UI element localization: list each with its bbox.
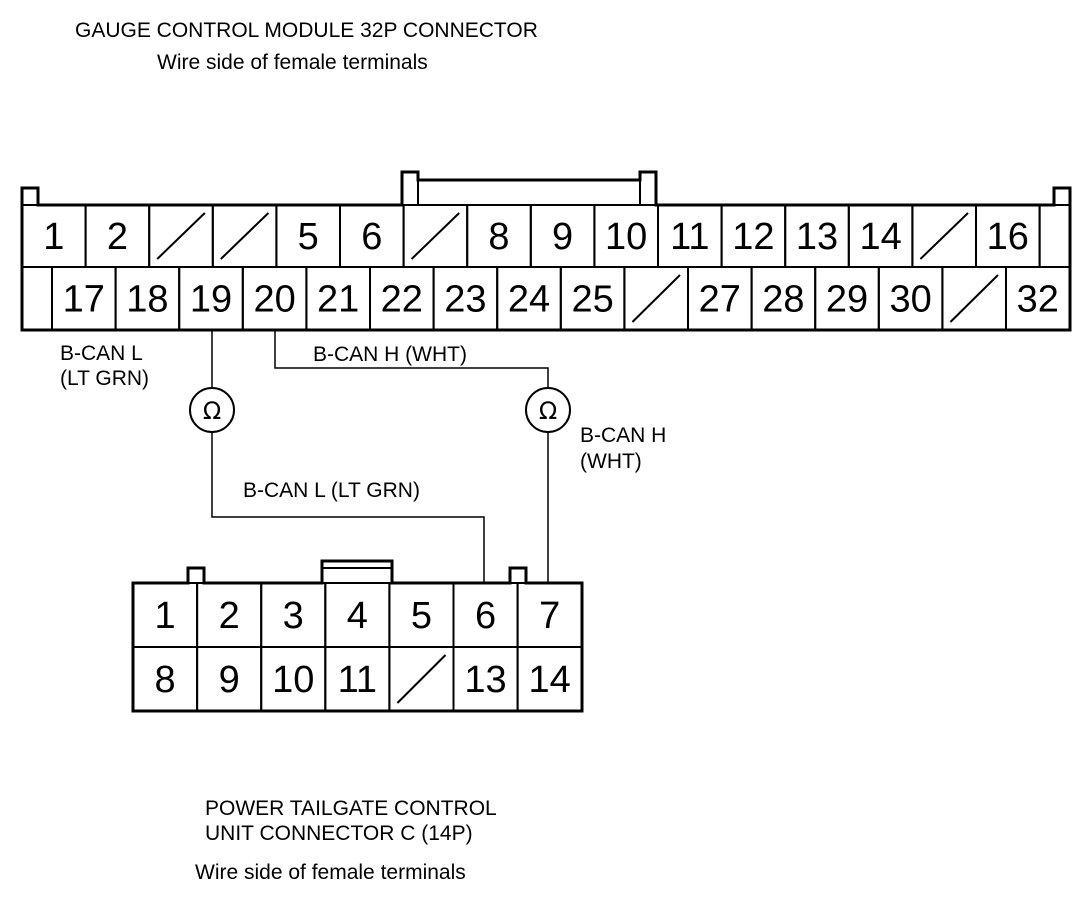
tailgate-connector-title-line2: UNIT CONNECTOR C (14P) <box>205 822 473 845</box>
gauge-row2-pin-number: 23 <box>444 279 486 321</box>
bcan-l-top-label: B-CAN L <box>60 342 143 365</box>
gauge-row1-pin-number: 14 <box>859 216 901 258</box>
gauge-row1-pin-number: 13 <box>796 216 838 258</box>
tailgate-row2-pin-number: 8 <box>154 659 175 701</box>
ohm-symbol-left: Ω <box>203 397 221 425</box>
gauge-row2-pin-number: 18 <box>126 279 168 321</box>
tailgate-row2-cell <box>516 646 583 712</box>
gauge-connector-row-2: 17 18 19 20 21 22 23 24 25 27 28 29 30 32 <box>21 266 1071 331</box>
gauge-row1-pin-number: 6 <box>361 216 382 258</box>
gauge-row1-blank-cell-right <box>1038 204 1071 268</box>
gauge-row1-pin-number: 1 <box>43 216 64 258</box>
bcan-l-wire-lower <box>211 432 485 583</box>
tailgate-connector-subtitle: Wire side of female terminals <box>195 861 466 884</box>
tailgate-row2-pin-number: 14 <box>529 659 571 701</box>
tailgate-row1-pin-number: 4 <box>347 595 368 637</box>
bcan-l-top-color: (LT GRN) <box>60 367 149 390</box>
gauge-row1-unused-slash <box>220 212 270 260</box>
tailgate-row2-pin-number: 9 <box>219 659 240 701</box>
gauge-row1-pin-number: 8 <box>488 216 509 258</box>
gauge-row2-pin-number: 25 <box>571 279 613 321</box>
tailgate-row1-pin-number: 3 <box>283 595 304 637</box>
bcan-l-mid-label: B-CAN L (LT GRN) <box>243 479 420 502</box>
gauge-connector-title: GAUGE CONTROL MODULE 32P CONNECTOR <box>75 19 538 42</box>
tailgate-row1-pin-number: 7 <box>539 595 560 637</box>
gauge-row2-pin-number: 32 <box>1017 279 1059 321</box>
tailgate-row1-pin-number: 1 <box>154 595 175 637</box>
gauge-row2-pin-number: 20 <box>253 279 295 321</box>
tailgate-row1-pin-number: 6 <box>475 595 496 637</box>
tailgate-row2-pin-number: 10 <box>272 659 314 701</box>
gauge-row2-blank-cell-left <box>21 266 53 331</box>
tailgate-row2-pin-number: 11 <box>338 659 377 701</box>
tailgate-connector-title-line1: POWER TAILGATE CONTROL <box>205 797 497 820</box>
gauge-row2-pin-number: 30 <box>889 279 931 321</box>
gauge-row1-pin-number: 9 <box>552 216 573 258</box>
tailgate-connector-row-2: 8 9 10 11 13 14 <box>132 646 583 712</box>
gauge-row1-pin-number: 11 <box>670 216 709 258</box>
bcan-h-right-label: B-CAN H <box>580 424 666 447</box>
gauge-row2-pin-number: 28 <box>762 279 804 321</box>
gauge-row2-pin-number: 24 <box>508 279 550 321</box>
tailgate-row2-pin-number: 13 <box>464 659 506 701</box>
tailgate-row1-pin-number: 2 <box>219 595 240 637</box>
gauge-row2-pin-number: 29 <box>826 279 868 321</box>
ohmmeter-icon-right: Ω <box>525 387 571 433</box>
tailgate-row2-unused-slash <box>396 654 447 704</box>
gauge-row2-cell <box>1005 266 1071 331</box>
gauge-row1-pin-number: 5 <box>298 216 319 258</box>
gauge-row2-pin-number: 22 <box>381 279 423 321</box>
gauge-row2-unused-slash <box>949 274 999 323</box>
ohm-symbol-right: Ω <box>539 397 557 425</box>
gauge-row2-pin-number: 21 <box>317 279 359 321</box>
gauge-row1-pin-number: 16 <box>987 216 1029 258</box>
gauge-row1-pin-number: 10 <box>605 216 647 258</box>
gauge-row2-unused-slash <box>631 274 681 323</box>
gauge-connector-subtitle: Wire side of female terminals <box>157 51 428 74</box>
tailgate-row1-pin-number: 5 <box>411 595 432 637</box>
gauge-row1-unused-slash <box>410 212 460 260</box>
bcan-h-right-color: (WHT) <box>580 450 642 473</box>
gauge-row1-unused-slash <box>919 212 969 260</box>
gauge-row1-pin-number: 2 <box>107 216 128 258</box>
gauge-row2-pin-number: 27 <box>699 279 741 321</box>
tailgate-connector-row-1: 1 2 3 4 5 6 7 <box>132 582 583 648</box>
gauge-row1-pin-number: 12 <box>732 216 774 258</box>
bcan-h-wire-upper <box>274 330 549 388</box>
gauge-row2-pin-number: 17 <box>63 279 105 321</box>
gauge-row2-pin-number: 19 <box>190 279 232 321</box>
bcan-h-top-label: B-CAN H (WHT) <box>313 343 467 366</box>
gauge-row1-unused-slash <box>156 212 206 260</box>
ohmmeter-icon-left: Ω <box>189 387 235 433</box>
